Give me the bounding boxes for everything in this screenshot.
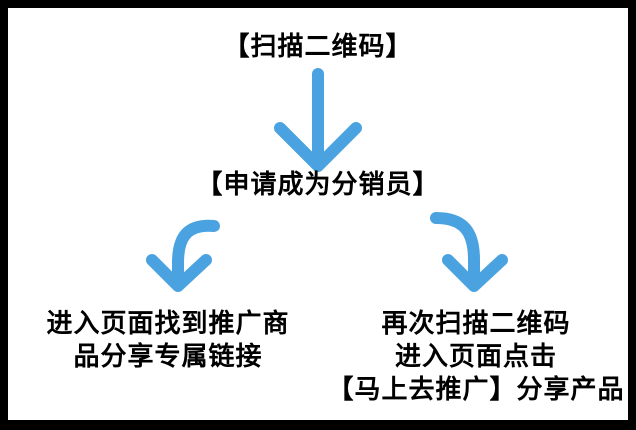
arrow-left-head xyxy=(146,254,212,292)
arrow-right-shaft xyxy=(430,212,480,284)
branch-right-line-2: 进入页面点击 xyxy=(394,342,557,372)
arrow-down-center xyxy=(274,68,362,172)
branch-left: 进入页面找到推广商 品分享专属链接 xyxy=(18,308,318,374)
step-apply-distributor: 【申请成为分销员】 xyxy=(196,170,440,200)
arrow-left-shaft xyxy=(172,219,220,284)
diagram-canvas: 【扫描二维码】 【申请成为分销员】 进入页面找到推广商 品分享专属链接 再次扫描… xyxy=(8,8,628,420)
arrows-layer xyxy=(146,68,508,292)
branch-left-line-1: 进入页面找到推广商 xyxy=(46,309,290,339)
arrow-curve-right xyxy=(430,212,508,292)
arrow-right-head xyxy=(442,254,508,292)
branch-right-line-3: 【马上去推广】分享产品 xyxy=(327,375,625,405)
branch-left-line-2: 品分享专属链接 xyxy=(73,342,263,372)
arrow-center-head xyxy=(274,122,362,172)
arrow-curve-left xyxy=(146,219,220,292)
branch-right: 再次扫描二维码 进入页面点击 【马上去推广】分享产品 xyxy=(326,308,626,407)
step-scan-qr-code: 【扫描二维码】 xyxy=(223,32,413,62)
branch-right-line-1: 再次扫描二维码 xyxy=(381,309,571,339)
